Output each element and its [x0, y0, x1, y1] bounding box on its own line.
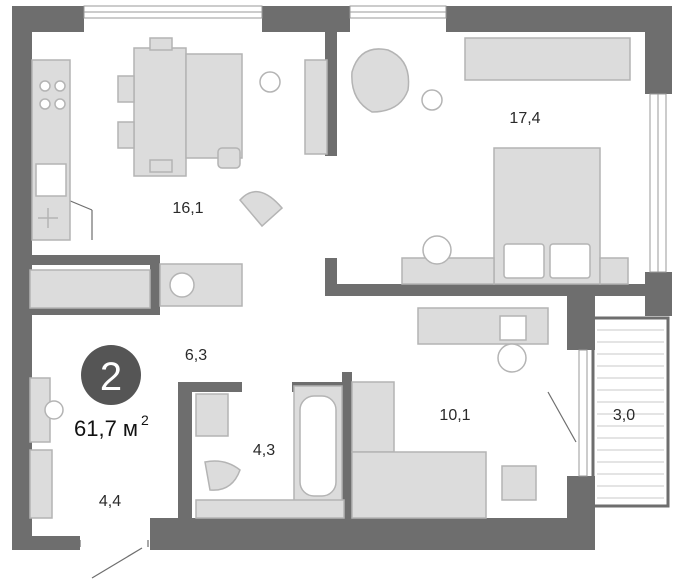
bedroom-small-furniture [351, 307, 549, 519]
total-area: 61,7 м [74, 416, 138, 441]
area-label-bathroom: 4,3 [253, 442, 275, 459]
total-area-unit-sup: 2 [141, 412, 149, 428]
hall-furniture [29, 263, 243, 519]
area-label-entrance: 4,4 [99, 493, 121, 510]
area-label-bedroom-small: 10,1 [439, 407, 470, 424]
doors [67, 199, 577, 579]
kitchen-furniture [31, 37, 328, 241]
walls [12, 6, 672, 550]
area-label-balcony: 3,0 [613, 407, 635, 424]
windows [83, 5, 667, 477]
area-label-kitchen-living: 16,1 [172, 200, 203, 217]
bedroom-large-furniture [351, 37, 631, 285]
room-count-badge [81, 345, 141, 405]
room-count: 2 [100, 355, 122, 399]
area-label-hallway: 6,3 [185, 347, 207, 364]
area-label-bedroom-large: 17,4 [509, 110, 540, 127]
balcony [591, 316, 670, 508]
bathroom-furniture [195, 385, 345, 519]
